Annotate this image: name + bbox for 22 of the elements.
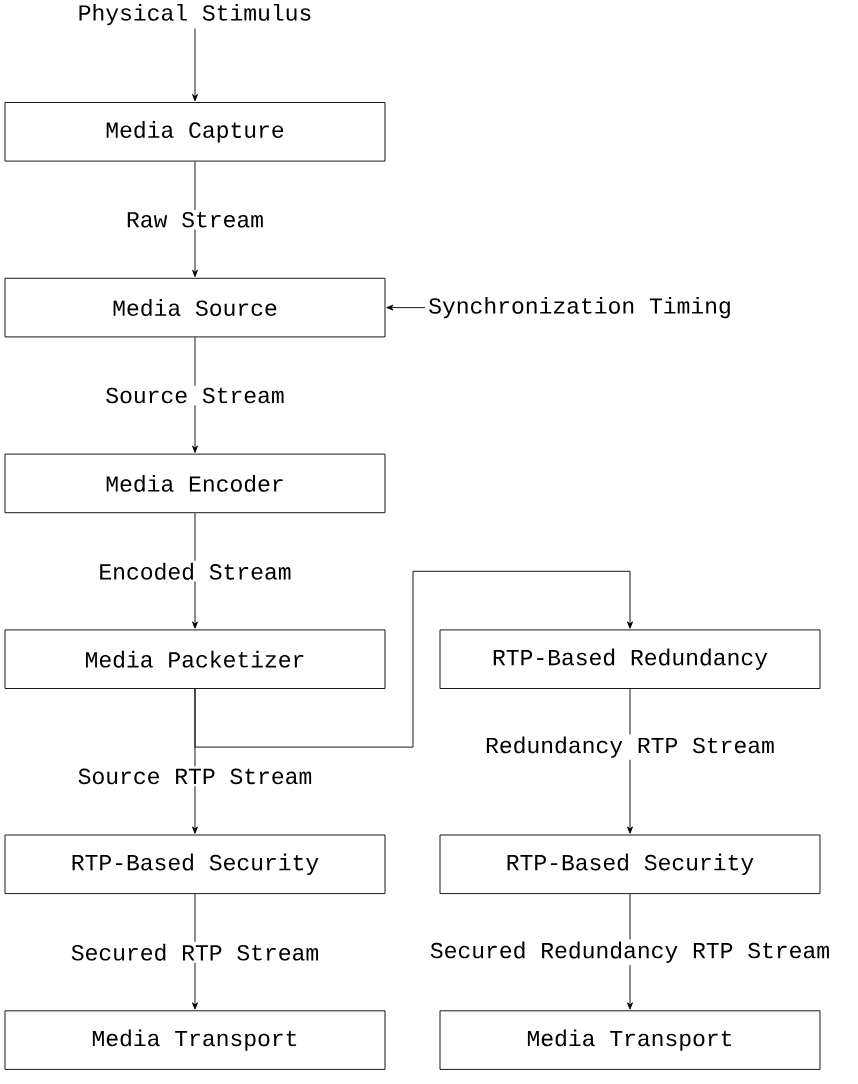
edge-label: Secured Redundancy RTP Stream bbox=[427, 939, 833, 965]
process-box: RTP-Based Security bbox=[439, 834, 821, 895]
process-box: Media Transport bbox=[439, 1010, 821, 1070]
process-box: Media Source bbox=[4, 277, 386, 338]
edge-label: Source RTP Stream bbox=[75, 766, 315, 787]
edge-label: Secured RTP Stream bbox=[68, 941, 322, 963]
arrow bbox=[386, 304, 426, 311]
process-box: Media Capture bbox=[4, 102, 386, 162]
process-box: Media Transport bbox=[4, 1010, 386, 1070]
arrow bbox=[192, 28, 198, 102]
process-box: Media Packetizer bbox=[4, 629, 386, 689]
edge-label: Source Stream bbox=[103, 385, 287, 406]
process-box: RTP-Based Security bbox=[4, 834, 386, 895]
process-box: Media Encoder bbox=[4, 453, 386, 514]
edge-label: Redundancy RTP Stream bbox=[483, 734, 777, 760]
arrow bbox=[192, 336, 198, 453]
edge-label: Raw Stream bbox=[124, 209, 266, 230]
edge-label: Encoded Stream bbox=[96, 560, 294, 582]
timing-label: Synchronization Timing bbox=[429, 296, 730, 319]
process-box: RTP-Based Redundancy bbox=[439, 629, 821, 689]
arrow bbox=[194, 570, 633, 748]
input-label: Physical Stimulus bbox=[79, 3, 311, 26]
